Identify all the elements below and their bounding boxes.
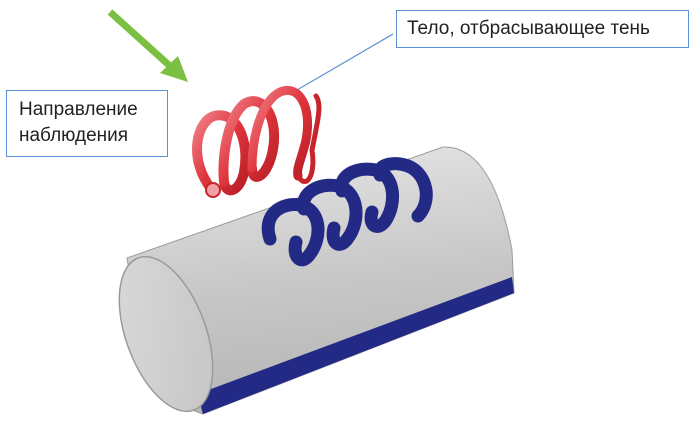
shadow-body-label: Тело, отбрасывающее тень: [407, 18, 650, 39]
spring-end-tip: [205, 182, 221, 198]
view-direction-label-line1: Направление: [19, 99, 138, 120]
shadow-body-callout: Тело, отбрасывающее тень: [396, 10, 689, 48]
cylinder-shadow-band: [201, 277, 514, 414]
view-direction-arrow-icon: [107, 9, 188, 82]
view-direction-label-line2: наблюдения: [19, 125, 129, 146]
callout-leader-line: [296, 33, 394, 91]
cylinder-end-cap: [118, 255, 214, 413]
view-direction-callout: Направление наблюдения: [6, 90, 168, 157]
cylinder-far-rim: [442, 146, 513, 251]
spring-shadow: [261, 157, 433, 267]
spring: [192, 86, 322, 196]
